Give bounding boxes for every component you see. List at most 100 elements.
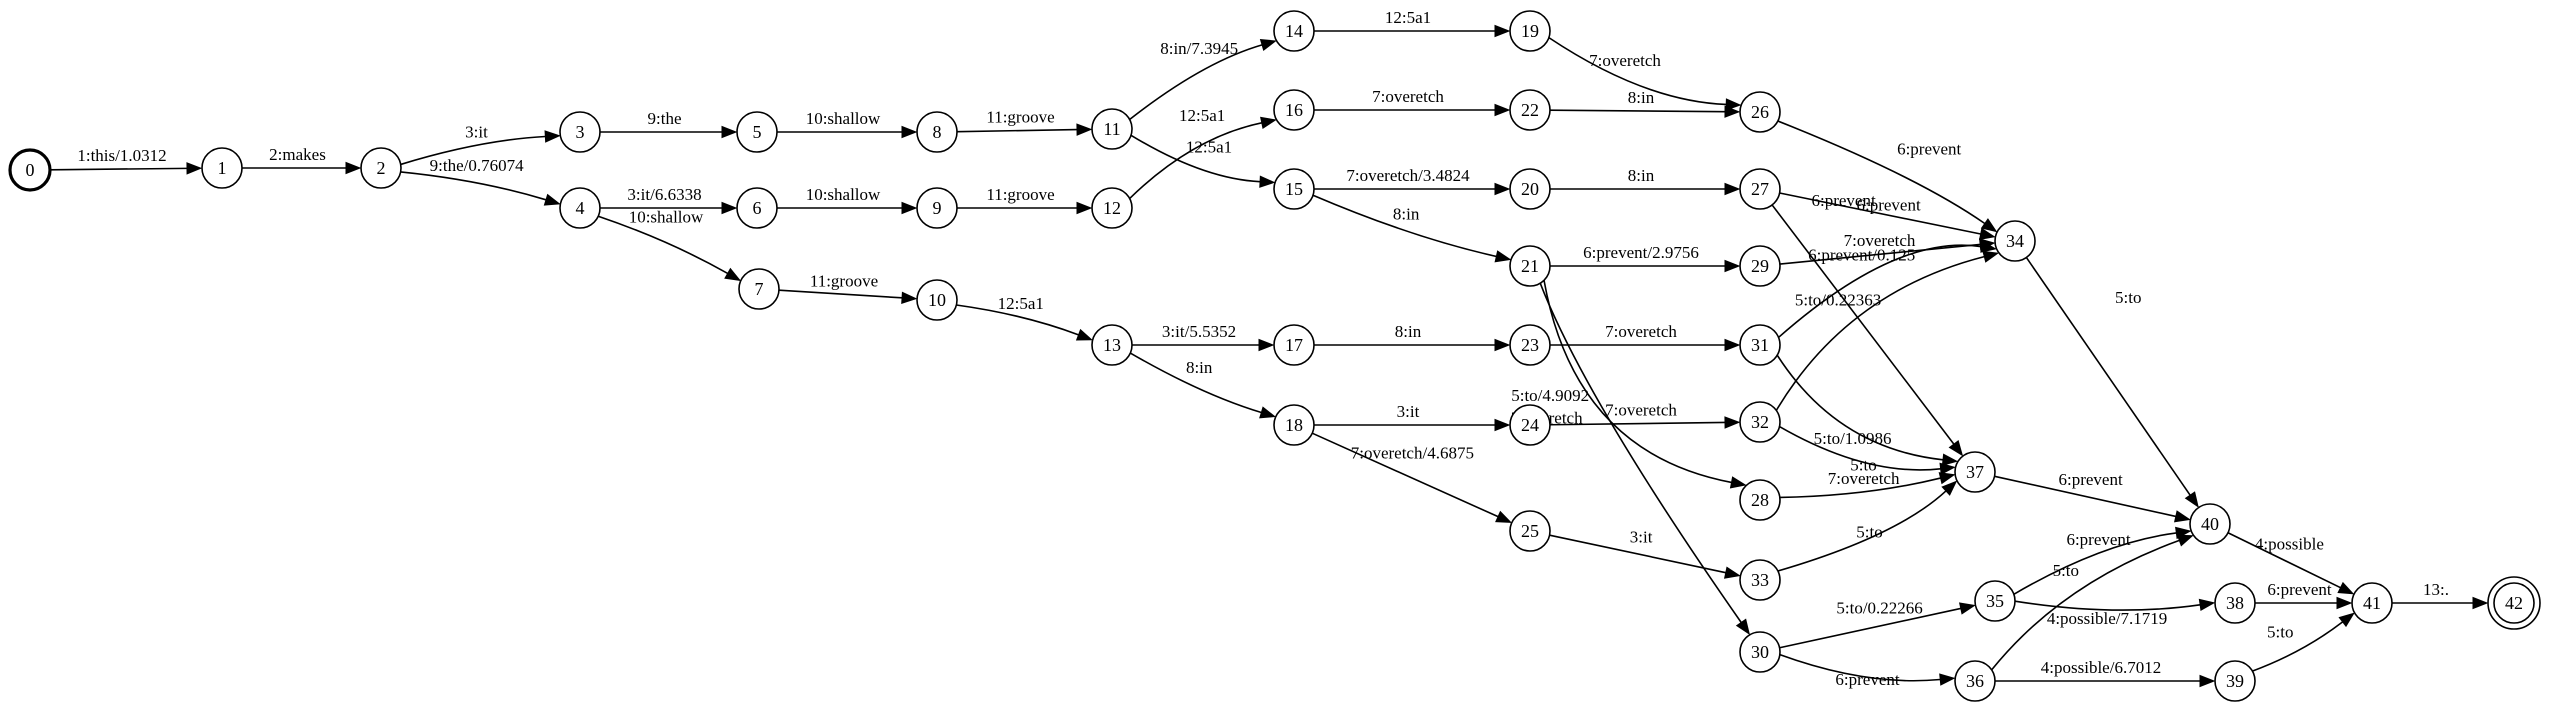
edge-label-14-19: 12:5a1 [1385, 8, 1431, 27]
state-node-20: 20 [1509, 168, 1551, 210]
state-node-39: 39 [2214, 660, 2256, 702]
edge-17-23-arrowhead [1494, 338, 1511, 352]
edge-label-15-20: 7:overetch/3.4824 [1346, 166, 1470, 185]
state-circle [1509, 168, 1551, 210]
edge-32-34 [1775, 255, 1985, 411]
state-label: 33 [1751, 570, 1769, 590]
edge-35-38 [2014, 600, 2201, 611]
edge-34-40-arrowhead [2184, 491, 2199, 508]
state-circle [916, 187, 958, 229]
state-circle [1091, 187, 1133, 229]
edge-4-7 [597, 215, 729, 275]
edges-layer [49, 24, 2489, 688]
edge-label-27-37: 5:to/0.22363 [1795, 290, 1881, 309]
state-node-22: 22 [1509, 89, 1551, 131]
edge-13-17-arrowhead [1258, 338, 1275, 352]
edge-label-21-28: 5:to/4.9092 [1511, 386, 1589, 405]
edge-32-37 [1779, 425, 1941, 471]
edge-label-41-42: 13:. [2423, 580, 2449, 599]
state-node-10: 10 [916, 279, 958, 321]
state-circle [1509, 245, 1551, 287]
edge-label-18-25: 7:overetch/4.6875 [1351, 443, 1474, 462]
edge-7-10-arrowhead [901, 291, 918, 305]
edge-2-4-arrowhead [543, 193, 561, 206]
edge-label-9-12: 11:groove [986, 185, 1054, 204]
state-circle [1091, 324, 1133, 366]
edge-39-41-arrowhead [2338, 612, 2355, 628]
state-circle [2493, 582, 2535, 624]
state-label: 29 [1751, 256, 1769, 276]
edge-11-15-arrowhead [1259, 175, 1276, 188]
state-label: 7 [755, 279, 764, 299]
state-label: 24 [1521, 415, 1539, 435]
edge-18-24-arrowhead [1494, 418, 1511, 432]
edge-8-11-arrowhead [1076, 123, 1093, 136]
state-node-9: 9 [916, 187, 958, 229]
edge-label-12-16: 12:5a1 [1179, 106, 1225, 125]
state-label: 38 [2226, 593, 2244, 613]
state-label: 19 [1521, 21, 1539, 41]
state-circle [1739, 479, 1781, 521]
state-node-7: 7 [738, 268, 780, 310]
state-circle [1739, 245, 1781, 287]
state-node-26: 26 [1739, 91, 1781, 133]
state-circle [201, 147, 243, 189]
state-circle [1994, 220, 2036, 262]
edge-label-24-32: 7:overetch [1605, 401, 1677, 420]
state-label: 41 [2363, 593, 2381, 613]
state-label: 27 [1751, 179, 1769, 199]
edge-21-29-arrowhead [1724, 259, 1741, 273]
state-circle [1509, 89, 1551, 131]
edge-39-41 [2252, 621, 2344, 672]
state-circle [2189, 503, 2231, 545]
edge-label-20-27: 8:in [1628, 166, 1655, 185]
state-node-1: 1 [201, 147, 243, 189]
state-node-33: 33 [1739, 559, 1781, 601]
state-circle [1273, 168, 1315, 210]
state-circle [1739, 91, 1781, 133]
edge-2-3 [400, 135, 546, 166]
edge-28-37-arrowhead [1938, 472, 1956, 485]
edge-label-36-39: 4:possible/6.7012 [2041, 658, 2161, 677]
state-circle [1974, 580, 2016, 622]
state-circle [1739, 324, 1781, 366]
edge-19-26 [1548, 36, 1727, 106]
edge-15-20-arrowhead [1494, 182, 1511, 196]
edge-label-1-2: 2:makes [269, 145, 326, 164]
state-node-30: 30 [1739, 631, 1781, 673]
edge-15-21-arrowhead [1494, 250, 1512, 263]
state-circle [736, 187, 778, 229]
state-label: 14 [1285, 21, 1303, 41]
edge-30-36 [1779, 653, 1941, 682]
edge-label-6-9: 10:shallow [806, 185, 881, 204]
edge-label-31-37: 5:to/1.0986 [1814, 429, 1892, 448]
edge-label-35-40: 6:prevent [2066, 530, 2130, 549]
state-node-4: 4 [559, 187, 601, 229]
edge-33-37-arrowhead [1941, 480, 1958, 496]
state-label: 8 [933, 122, 942, 142]
state-label: 6 [753, 198, 762, 218]
edge-label-16-22: 7:overetch [1372, 87, 1444, 106]
edge-16-22-arrowhead [1494, 103, 1511, 117]
state-label: 20 [1521, 179, 1539, 199]
edge-22-26-arrowhead [1724, 105, 1741, 118]
edge-label-32-37: 5:to [1850, 455, 1876, 474]
state-node-35: 35 [1974, 580, 2016, 622]
edge-label-18-24: 3:it [1397, 402, 1420, 421]
state-label: 2 [377, 158, 386, 178]
state-label: 0 [26, 160, 35, 180]
edge-21-30 [1539, 282, 1742, 623]
state-node-36: 36 [1954, 660, 1996, 702]
edge-14-19-arrowhead [1494, 24, 1511, 38]
edge-23-31-arrowhead [1724, 338, 1741, 352]
edge-21-28 [1543, 280, 1732, 484]
state-circle [559, 187, 601, 229]
edge-26-34-arrowhead [1980, 218, 1998, 233]
state-label: 40 [2201, 514, 2219, 534]
state-node-13: 13 [1091, 324, 1133, 366]
edge-35-38-arrowhead [2198, 598, 2216, 612]
state-label: 11 [1103, 119, 1120, 139]
edge-31-37 [1776, 354, 1944, 461]
